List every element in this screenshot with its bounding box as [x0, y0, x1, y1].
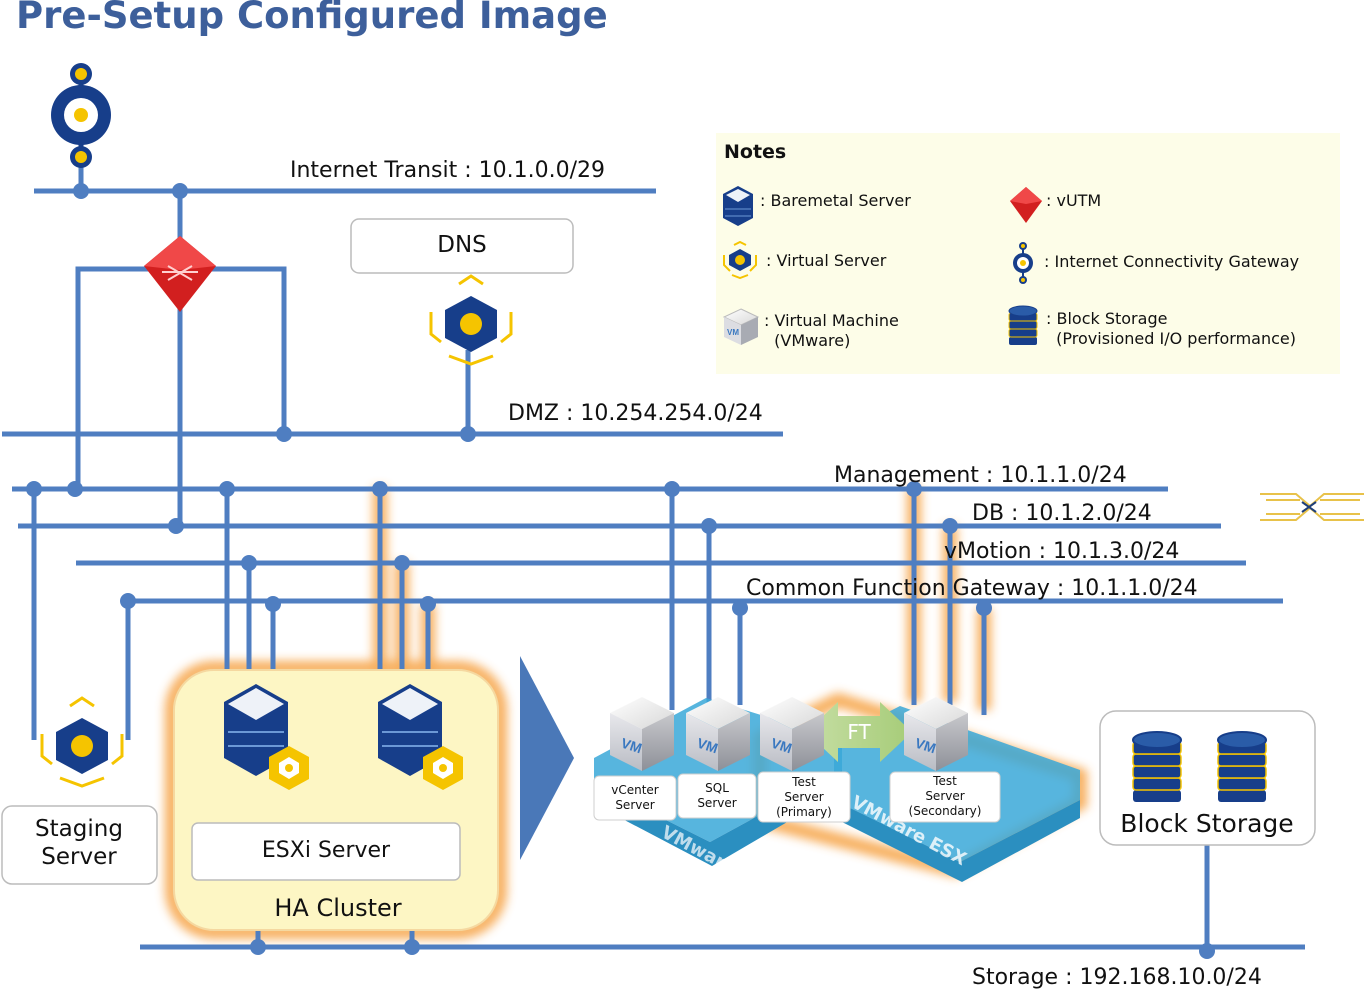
virtual-server-badge-icon — [423, 746, 463, 790]
baremetal-legend-icon — [723, 186, 753, 226]
storage-label: Storage : 192.168.10.0/24 — [972, 965, 1262, 990]
page-title: Pre-Setup Configured Image — [16, 0, 608, 37]
sql-line1: SQL — [705, 781, 729, 795]
test-primary-line2: Server — [784, 790, 823, 804]
dns-label: DNS — [437, 232, 487, 258]
internet-transit-label: Internet Transit : 10.1.0.0/29 — [290, 158, 605, 183]
svg-text:VM: VM — [727, 328, 739, 337]
notes-heading: Notes — [724, 141, 787, 163]
ha-cluster-label: HA Cluster — [274, 894, 401, 922]
vutm-legend-icon — [1010, 187, 1042, 223]
internet-gateway-icon — [51, 63, 111, 168]
block-storage-icon — [1217, 731, 1267, 802]
ha-cluster-box — [173, 669, 499, 931]
esxi-server-label: ESXi Server — [262, 838, 391, 863]
vcenter-line1: vCenter — [611, 783, 659, 797]
virtual-server-legend-icon — [723, 241, 757, 279]
dns-box — [350, 218, 574, 274]
test-primary-line1: Test — [791, 775, 816, 789]
vm-cube-icon: VM — [610, 697, 674, 771]
staging-server-label-line2: Server — [41, 844, 117, 870]
block-storage-icon — [1132, 731, 1182, 802]
test-secondary-line2: Server — [925, 789, 964, 803]
sql-line2: Server — [697, 796, 736, 810]
note-internet-gateway: : Internet Connectivity Gateway — [1044, 252, 1300, 271]
test-server-secondary-label: Test Server (Secondary) — [889, 771, 1001, 823]
ft-label: FT — [847, 720, 871, 744]
note-block-storage: : Block Storage (Provisioned I/O perform… — [1046, 309, 1297, 348]
notes-legend: Notes : Baremetal Server : vUTM : Virtua… — [716, 133, 1340, 374]
sql-server-label: SQL Server — [677, 773, 757, 819]
ft-arrow-icon: FT — [806, 702, 912, 762]
virtual-machine-legend-icon: VM — [722, 308, 760, 345]
block-storage-legend-icon — [1008, 305, 1038, 345]
vm-badge: VM — [913, 735, 938, 757]
baremetal-server-icon — [378, 684, 442, 776]
network-buses — [2, 150, 1305, 950]
vm-badge: VM — [695, 735, 720, 757]
baremetal-server-icon — [224, 684, 288, 776]
vcenter-line2: Server — [615, 798, 654, 812]
test-secondary-line1: Test — [932, 774, 957, 788]
dns-virtual-server-icon — [429, 274, 513, 366]
test-primary-line3: (Primary) — [776, 805, 832, 819]
staging-server-box — [1, 805, 158, 885]
esxi-server-box — [191, 822, 461, 881]
decorative-logo-icon — [1260, 493, 1364, 521]
vm-cube-icon: VM — [904, 697, 968, 771]
junction-dots — [26, 183, 1215, 959]
vm-cube-icon: VM — [686, 697, 750, 771]
note-baremetal: : Baremetal Server — [760, 191, 911, 210]
db-label: DB : 10.1.2.0/24 — [972, 501, 1152, 526]
transition-arrow-icon — [520, 656, 574, 860]
common-function-gateway-label: Common Function Gateway : 10.1.1.0/24 — [746, 576, 1198, 601]
staging-virtual-server-icon — [40, 696, 124, 788]
internet-gateway-legend-icon — [1013, 242, 1033, 284]
vcenter-server-label: vCenter Server — [593, 775, 677, 821]
vm-badge: VM — [769, 735, 794, 757]
note-virtual-server: : Virtual Server — [766, 251, 887, 270]
dmz-label: DMZ : 10.254.254.0/24 — [508, 401, 763, 426]
note-vutm: : vUTM — [1046, 191, 1102, 210]
vm-cube-icon: VM — [760, 697, 824, 771]
test-secondary-line3: (Secondary) — [909, 804, 982, 818]
vm-badge: VM — [619, 735, 644, 757]
staging-server-label-line1: Staging — [35, 816, 123, 842]
note-virtual-machine: : Virtual Machine (VMware) — [764, 311, 899, 350]
virtual-server-badge-icon — [269, 746, 309, 790]
vmotion-label: vMotion : 10.1.3.0/24 — [944, 539, 1179, 564]
vutm-icon — [144, 236, 216, 312]
management-label: Management : 10.1.1.0/24 — [834, 463, 1127, 488]
test-server-primary-label: Test Server (Primary) — [757, 771, 851, 823]
block-storage-label: Block Storage — [1120, 809, 1293, 838]
